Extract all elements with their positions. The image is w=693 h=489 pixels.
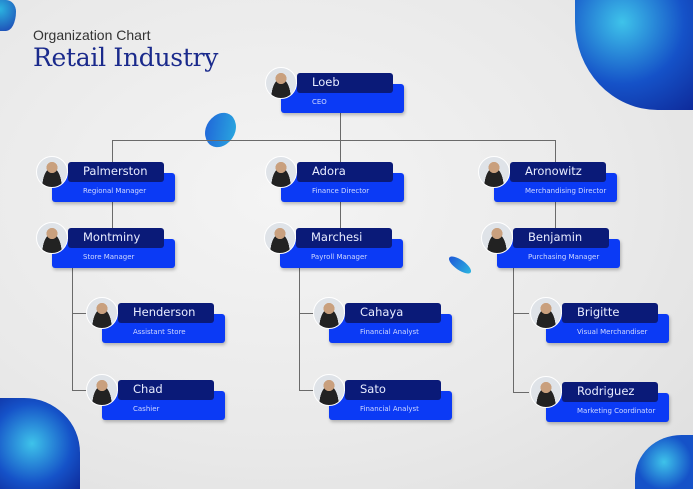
name-bar: [562, 303, 658, 323]
person-role: CEO: [312, 98, 327, 106]
avatar: [86, 297, 118, 329]
person-name: Rodriguez: [577, 384, 635, 398]
org-card[interactable]: Rodriguez Marketing Coordinator: [530, 376, 670, 427]
org-card[interactable]: Adora Finance Director: [265, 156, 405, 207]
name-bar: [297, 162, 393, 182]
org-card[interactable]: Brigitte Visual Merchandiser: [530, 297, 670, 348]
person-name: Cahaya: [360, 305, 404, 319]
name-bar: [510, 162, 606, 182]
connector-line: [299, 313, 315, 314]
chart-title: Retail Industry: [33, 43, 219, 72]
org-card[interactable]: Aronowitz Merchandising Director: [478, 156, 618, 207]
name-bar: [297, 73, 393, 93]
connector-line: [513, 267, 514, 392]
chart-subtitle: Organization Chart: [33, 27, 151, 43]
avatar: [86, 374, 118, 406]
org-card[interactable]: Benjamin Purchasing Manager: [481, 222, 621, 273]
person-role: Merchandising Director: [525, 187, 607, 195]
connector-line: [112, 140, 113, 162]
person-name: Loeb: [312, 75, 340, 89]
person-role: Regional Manager: [83, 187, 147, 195]
avatar: [36, 156, 68, 188]
connector-line: [513, 392, 529, 393]
connector-line: [72, 267, 73, 390]
org-card[interactable]: Cahaya Financial Analyst: [313, 297, 453, 348]
person-role: Financial Analyst: [360, 405, 419, 413]
name-bar: [296, 228, 392, 248]
person-role: Purchasing Manager: [528, 253, 600, 261]
org-card[interactable]: Palmerston Regional Manager: [36, 156, 176, 207]
decorative-blob-tiny: [446, 253, 474, 277]
decorative-blob-bottom-left: [0, 398, 80, 489]
name-bar: [118, 303, 214, 323]
connector-line: [72, 313, 88, 314]
person-name: Palmerston: [83, 164, 148, 178]
person-role: Visual Merchandiser: [577, 328, 648, 336]
avatar: [265, 67, 297, 99]
person-role: Store Manager: [83, 253, 135, 261]
person-role: Financial Analyst: [360, 328, 419, 336]
person-name: Montminy: [83, 230, 141, 244]
avatar: [481, 222, 513, 254]
name-bar: [68, 228, 164, 248]
name-bar: [345, 303, 441, 323]
avatar: [313, 374, 345, 406]
decorative-blob-top-left: [0, 0, 16, 31]
person-role: Finance Director: [312, 187, 370, 195]
decorative-blob-top-right: [575, 0, 693, 110]
person-name: Brigitte: [577, 305, 620, 319]
decorative-blob-small: [197, 107, 244, 153]
person-name: Chad: [133, 382, 163, 396]
person-name: Benjamin: [528, 230, 583, 244]
org-card[interactable]: Montminy Store Manager: [36, 222, 176, 273]
avatar: [313, 297, 345, 329]
name-bar: [345, 380, 441, 400]
connector-line: [299, 390, 315, 391]
person-role: Cashier: [133, 405, 160, 413]
connector-line: [340, 140, 341, 162]
connector-line: [340, 202, 341, 228]
connector-line: [555, 202, 556, 228]
org-card[interactable]: Henderson Assistant Store: [86, 297, 226, 348]
person-name: Sato: [360, 382, 386, 396]
avatar: [530, 297, 562, 329]
connector-line: [513, 313, 529, 314]
person-role: Assistant Store: [133, 328, 186, 336]
connector-line: [72, 390, 88, 391]
name-bar: [513, 228, 609, 248]
org-card[interactable]: Marchesi Payroll Manager: [264, 222, 404, 273]
connector-line: [340, 113, 341, 140]
person-role: Marketing Coordinator: [577, 407, 656, 415]
connector-line: [299, 267, 300, 390]
person-name: Aronowitz: [525, 164, 582, 178]
avatar: [478, 156, 510, 188]
avatar: [264, 222, 296, 254]
name-bar: [562, 382, 658, 402]
name-bar: [68, 162, 164, 182]
org-card[interactable]: Loeb CEO: [265, 67, 405, 118]
person-role: Payroll Manager: [311, 253, 368, 261]
decorative-blob-bottom-right: [635, 435, 693, 489]
name-bar: [118, 380, 214, 400]
avatar: [265, 156, 297, 188]
connector-line: [112, 140, 556, 141]
avatar: [530, 376, 562, 408]
person-name: Marchesi: [311, 230, 363, 244]
org-card[interactable]: Chad Cashier: [86, 374, 226, 425]
connector-line: [555, 140, 556, 162]
person-name: Adora: [312, 164, 346, 178]
avatar: [36, 222, 68, 254]
org-card[interactable]: Sato Financial Analyst: [313, 374, 453, 425]
person-name: Henderson: [133, 305, 196, 319]
connector-line: [112, 202, 113, 228]
